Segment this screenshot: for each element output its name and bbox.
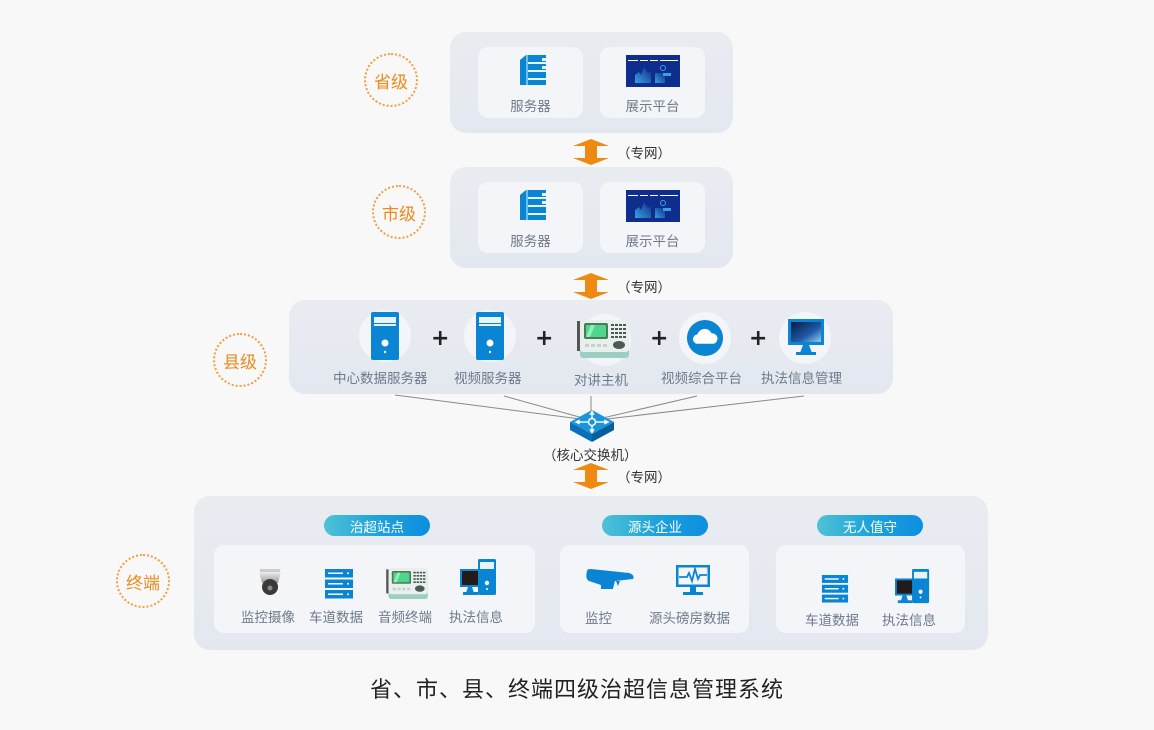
bullet-camera-icon[interactable] xyxy=(585,569,635,591)
level-badge-terminal-label: 终端 xyxy=(126,573,160,594)
province-server-card[interactable]: 服务器 xyxy=(478,47,583,118)
display-platform-icon xyxy=(626,190,680,222)
core-switch-icon[interactable] xyxy=(570,410,614,442)
connection-line xyxy=(597,395,805,421)
unattended-item-label: 车道数据 xyxy=(805,613,859,629)
diagram-title: 省、市、县、终端四级治超信息管理系统 xyxy=(369,678,784,703)
connection-line xyxy=(394,394,589,421)
city-server-label: 服务器 xyxy=(510,234,551,250)
private-network-label: （专网） xyxy=(617,280,671,296)
server-stack-icon[interactable] xyxy=(325,569,353,599)
level-badge-province: 省级 xyxy=(364,53,418,107)
level-badge-province-label: 省级 xyxy=(374,72,408,93)
city-panel: 服务器 展示平台 xyxy=(450,167,733,268)
bidirectional-arrow-icon xyxy=(573,463,609,489)
desktop-computer-icon[interactable] xyxy=(460,559,498,597)
county-terminal-link: （专网） xyxy=(573,463,671,489)
intercom-icon[interactable] xyxy=(386,567,428,599)
county-item-label: 视频综合平台 xyxy=(661,371,742,387)
heartbeat-monitor-icon[interactable] xyxy=(676,565,710,597)
tower-server-icon[interactable] xyxy=(371,312,399,360)
level-badge-county-label: 县级 xyxy=(223,352,257,373)
city-display-label: 展示平台 xyxy=(625,234,680,250)
unattended-group-card: 车道数据 执法信息 xyxy=(776,545,965,633)
monitor-icon[interactable] xyxy=(788,319,824,355)
station-item-label: 音频终端 xyxy=(378,610,432,626)
cloud-icon[interactable] xyxy=(686,319,724,357)
server-rack-icon xyxy=(514,54,546,86)
desktop-computer-icon[interactable] xyxy=(895,569,931,605)
province-display-label: 展示平台 xyxy=(625,99,680,115)
county-panel: 中心数据服务器 + 视频服务器 + 对讲主机 + 视频综合平台 + 执法信息管理 xyxy=(289,300,893,394)
server-stack-icon[interactable] xyxy=(821,575,849,603)
plus-sign: + xyxy=(535,326,554,351)
group-tag-source-enterprise: 源头企业 xyxy=(602,515,708,536)
province-server-label: 服务器 xyxy=(510,99,551,115)
province-panel: 服务器 展示平台 xyxy=(450,32,733,133)
city-server-card[interactable]: 服务器 xyxy=(478,182,583,253)
bidirectional-arrow-icon xyxy=(573,139,609,165)
province-display-card[interactable]: 展示平台 xyxy=(600,47,705,118)
plus-sign: + xyxy=(431,326,450,351)
plus-sign: + xyxy=(650,326,669,351)
level-badge-terminal: 终端 xyxy=(116,554,170,608)
intercom-icon[interactable] xyxy=(577,318,629,358)
county-item-label: 执法信息管理 xyxy=(761,371,842,387)
province-city-link: （专网） xyxy=(573,139,671,165)
city-display-card[interactable]: 展示平台 xyxy=(600,182,705,253)
level-badge-city: 市级 xyxy=(372,185,426,239)
group-tag-unattended: 无人值守 xyxy=(817,515,923,536)
station-item-label: 车道数据 xyxy=(309,610,363,626)
city-county-link: （专网） xyxy=(573,273,671,299)
source-item-label: 源头磅房数据 xyxy=(649,611,730,627)
source-group-card: 监控 源头磅房数据 xyxy=(560,545,749,633)
county-item-label: 视频服务器 xyxy=(454,371,522,387)
server-rack-icon xyxy=(514,189,546,221)
terminal-panel: 治超站点 监控摄像 车道数据 音频终端 执法信息 源头企业 监控 源头磅房数据 … xyxy=(194,496,988,650)
level-badge-city-label: 市级 xyxy=(382,204,416,225)
station-group-card: 监控摄像 车道数据 音频终端 执法信息 xyxy=(214,545,535,633)
display-platform-icon xyxy=(626,55,680,87)
source-item-label: 监控 xyxy=(585,611,612,627)
plus-sign: + xyxy=(749,326,768,351)
level-badge-county: 县级 xyxy=(213,333,267,387)
private-network-label: （专网） xyxy=(617,470,671,486)
core-switch-label: （核心交换机） xyxy=(543,448,638,464)
county-item-label: 中心数据服务器 xyxy=(333,371,428,387)
dome-camera-icon[interactable] xyxy=(256,567,284,597)
station-item-label: 监控摄像 xyxy=(241,610,295,626)
private-network-label: （专网） xyxy=(617,146,671,162)
tower-server-icon[interactable] xyxy=(476,312,504,360)
bidirectional-arrow-icon xyxy=(573,273,609,299)
station-item-label: 执法信息 xyxy=(449,610,503,626)
unattended-item-label: 执法信息 xyxy=(882,613,936,629)
county-item-label: 对讲主机 xyxy=(574,373,628,389)
group-tag-station: 治超站点 xyxy=(324,515,430,536)
